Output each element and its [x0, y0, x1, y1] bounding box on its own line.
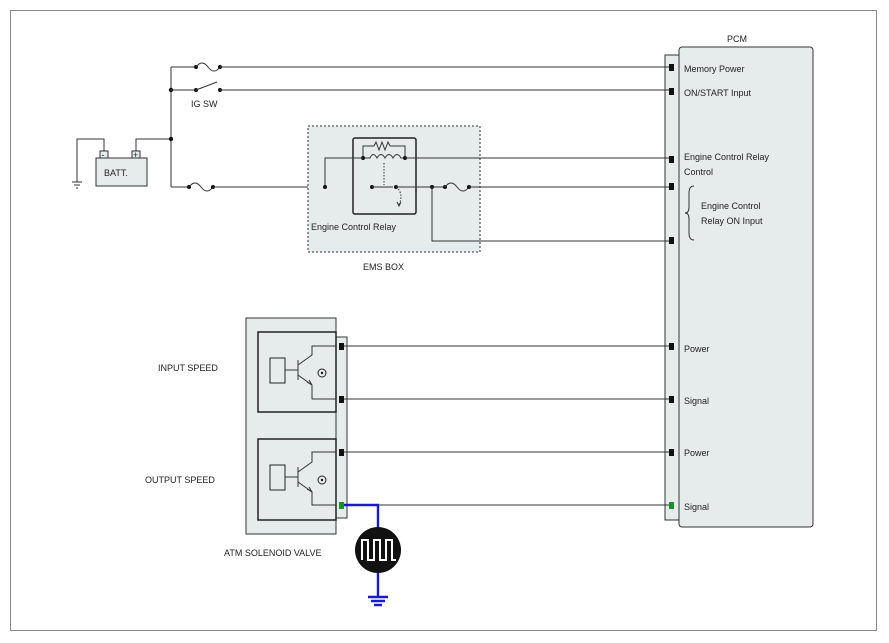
- atm-pin-power-2: [339, 449, 344, 456]
- battery-label: BATT.: [104, 168, 128, 178]
- waveform-icon: [355, 527, 401, 573]
- coil-supply-wire: [324, 157, 363, 187]
- atm-pin-signal-1: [339, 396, 344, 403]
- square-wave-icon: [361, 539, 396, 561]
- battery-neg-label: -: [102, 150, 105, 160]
- pcm-label: PCM: [727, 34, 747, 44]
- label-ecr-on-line1: Engine Control: [701, 201, 761, 211]
- atm-solenoid-valve: INPUT SPEED OUTPUT SPEED ATM SOLENOID VA…: [145, 317, 348, 558]
- resistor-icon: [373, 140, 391, 152]
- pcm-pin-signal-1: [669, 396, 674, 403]
- ig-sw-label: IG SW: [191, 99, 218, 109]
- pcm-pin-on-start: [669, 88, 674, 95]
- pcm-pin-memory-power: [669, 64, 674, 71]
- pcm-body: [678, 46, 814, 528]
- ground-icon: [72, 181, 82, 189]
- label-signal-1: Signal: [684, 396, 709, 406]
- relay-coil-wire: [390, 145, 406, 158]
- ems-box-label: EMS BOX: [363, 262, 404, 272]
- fuse-icon: [444, 182, 470, 192]
- transistor-arrow-icon: [306, 486, 313, 493]
- sensor-dot-icon: [320, 371, 324, 375]
- pcm-pin-power-1: [669, 343, 674, 350]
- input-speed-label: INPUT SPEED: [158, 363, 218, 373]
- junction-dot: [168, 136, 174, 142]
- label-on-start: ON/START Input: [684, 88, 752, 98]
- atm-label: ATM SOLENOID VALVE: [224, 548, 322, 558]
- transistor-icon: [285, 345, 336, 400]
- pcm-pin-power-2: [669, 449, 674, 456]
- relay-arc: [395, 186, 402, 206]
- sensor-dot-icon: [317, 368, 327, 378]
- atm-pin-signal-2: [339, 502, 344, 509]
- battery-ground-wire: [76, 138, 105, 182]
- relay-coil-wire: [362, 145, 374, 158]
- output-speed-label: OUTPUT SPEED: [145, 475, 215, 485]
- pcm-pin-ecr-control: [669, 156, 674, 163]
- ig-switch-icon: [195, 81, 218, 91]
- coil-icon: [363, 154, 407, 160]
- label-ecr-control-line2: Control: [684, 167, 713, 177]
- label-ecr-control-line1: Engine Control Relay: [684, 152, 770, 162]
- battery-pos-wire: [135, 138, 171, 151]
- transistor-icon: [285, 451, 336, 506]
- label-power-1: Power: [684, 344, 710, 354]
- battery-pos-label: +: [133, 150, 138, 160]
- sensor-dot-icon: [317, 475, 327, 485]
- relay-label: Engine Control Relay: [311, 222, 397, 232]
- ecr-on-wire: [431, 187, 669, 242]
- sensor-dot-icon: [320, 478, 324, 482]
- battery: [95, 157, 148, 187]
- pcm-pin-ecr-on-1: [669, 183, 674, 190]
- relay-arrow-icon: [396, 201, 402, 208]
- probe-wire: [344, 503, 380, 528]
- ems-box: Engine Control Relay EMS BOX: [307, 125, 669, 272]
- input-speed-sensor: [257, 331, 337, 413]
- pcm-pin-ecr-on-2: [669, 237, 674, 244]
- label-power-2: Power: [684, 448, 710, 458]
- label-ecr-on-line2: Relay ON Input: [701, 216, 763, 226]
- atm-connector: [335, 336, 348, 519]
- ecr-on-brace: [684, 185, 695, 241]
- pcm-module: PCM Memory Power ON/START Input Engine C…: [664, 34, 814, 528]
- fuse-icon: [188, 182, 214, 192]
- atm-pin-power-1: [339, 343, 344, 350]
- oscilloscope-probe: [344, 503, 401, 607]
- transistor-arrow-icon: [306, 379, 313, 386]
- battery-supply: - + BATT. IG SW: [72, 62, 669, 192]
- label-memory-power: Memory Power: [684, 64, 745, 74]
- label-signal-2: Signal: [684, 502, 709, 512]
- ground-icon: [368, 595, 388, 607]
- pcm-pin-signal-2: [669, 502, 674, 509]
- junction-dot: [323, 185, 327, 189]
- fuse-icon: [195, 62, 221, 72]
